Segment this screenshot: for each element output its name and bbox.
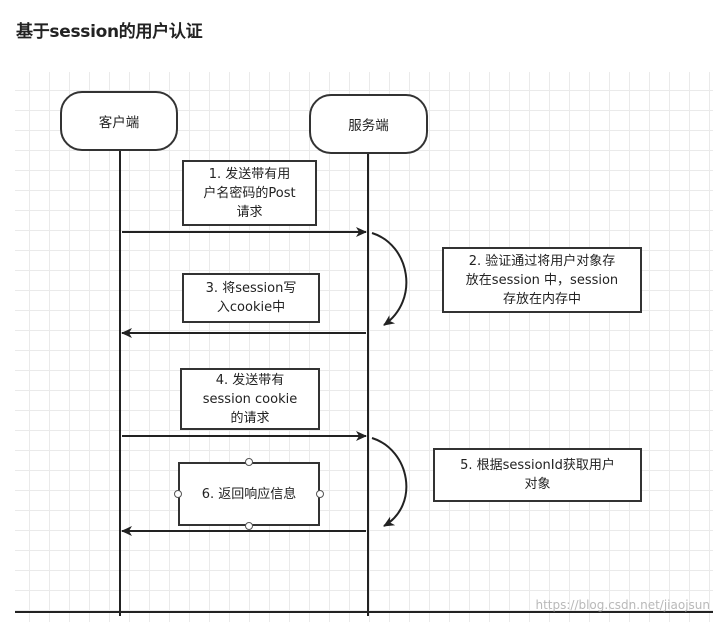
client-actor-box: 客户端	[60, 91, 178, 151]
note-step-5-text: 5. 根据sessionId获取用户 对象	[460, 458, 615, 492]
server-actor-label: 服务端	[348, 118, 389, 134]
page-title: 基于session的用户认证	[16, 22, 203, 42]
note-step-6-left-handle[interactable]	[174, 490, 182, 498]
note-step-5: 5. 根据sessionId获取用户 对象	[433, 448, 642, 502]
note-step-6-top-handle[interactable]	[245, 458, 253, 466]
watermark-url: https://blog.csdn.net/jiaojsun	[535, 598, 710, 612]
note-step-3: 3. 将session写 入cookie中	[182, 273, 320, 323]
note-step-3-text: 3. 将session写 入cookie中	[205, 281, 297, 315]
note-step-6-text: 6. 返回响应信息	[201, 486, 297, 502]
server-actor-box: 服务端	[309, 94, 428, 154]
note-step-1: 1. 发送带有用 户名密码的Post 请求	[182, 160, 317, 226]
note-step-1-text: 1. 发送带有用 户名密码的Post 请求	[203, 166, 296, 220]
note-step-2-text: 2. 验证通过将用户对象存 放在session 中，session 存放在内存中	[465, 253, 619, 307]
note-step-6-bottom-handle[interactable]	[245, 522, 253, 530]
client-actor-label: 客户端	[98, 115, 140, 131]
note-step-4: 4. 发送带有 session cookie 的请求	[180, 368, 320, 430]
self-call-curve-5	[371, 437, 408, 527]
note-step-4-text: 4. 发送带有 session cookie 的请求	[202, 372, 298, 426]
note-step-2: 2. 验证通过将用户对象存 放在session 中，session 存放在内存中	[442, 247, 642, 313]
note-step-6-right-handle[interactable]	[316, 490, 324, 498]
note-step-6: 6. 返回响应信息	[178, 462, 320, 526]
self-call-curve-2	[371, 232, 408, 326]
